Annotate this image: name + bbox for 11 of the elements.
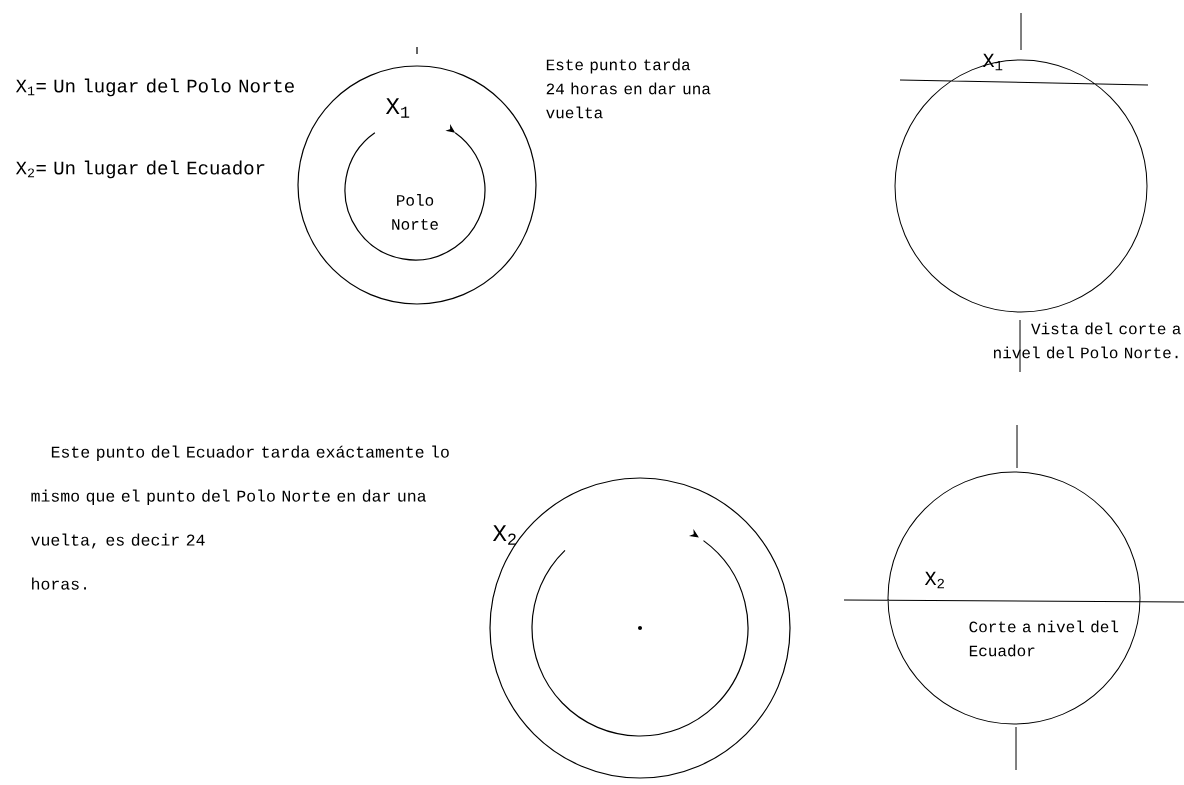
caption-text: Vista del corte a nivel del Polo Norte.: [994, 322, 1181, 359]
point-label: X$_{1}$: [982, 53, 1003, 71]
annotation-text: Este punto tarda 24 horas en dar una vuelta: [546, 58, 711, 119]
caption-text: Corte a nivel del Ecuador: [969, 620, 1119, 657]
point-label: X$_{1}$: [385, 98, 410, 118]
definition-text: X$_{2}$= Un lugar del Ecuador: [15, 160, 265, 179]
body-text: horas.: [32, 577, 86, 590]
region-label: Polo Norte: [392, 194, 438, 230]
point-label: X$_{2}$: [492, 525, 516, 545]
point-label: X$_{2}$: [924, 571, 944, 589]
definition-text: X$_{1}$= Un lugar del Polo Norte: [15, 78, 294, 97]
